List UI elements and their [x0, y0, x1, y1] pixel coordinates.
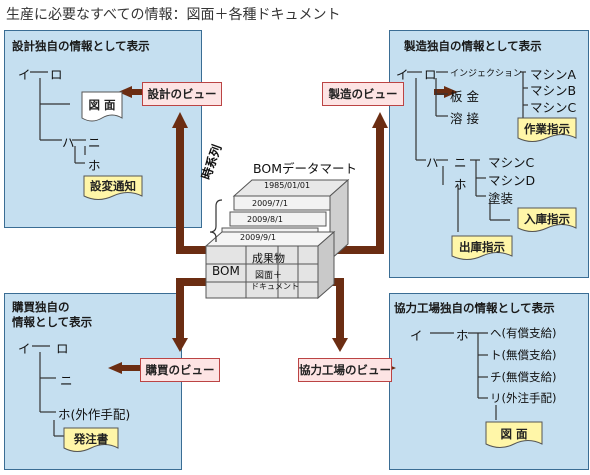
mfg-store-label: 入庫指示: [524, 212, 570, 226]
flow-arrows: [176, 125, 384, 340]
mfg-node-i: イ: [396, 67, 409, 82]
date-2009-9: 2009/9/1: [240, 233, 276, 242]
mfg-work-doc: [517, 117, 577, 142]
mfg-machine-d: マシンD: [488, 173, 536, 188]
mfg-sub-injection: インジェクション: [450, 69, 523, 79]
arrow-head-mfg: [372, 112, 388, 128]
mfg-work-label: 作業指示: [524, 122, 570, 136]
page-title: 生産に必要なすべての情報：図面＋各種ドキュメント: [6, 7, 341, 23]
partner-item-he: ヘ(有償支給): [490, 326, 557, 340]
purchase-tree-lines: [32, 345, 64, 437]
mfg-machine-b: マシンB: [530, 83, 577, 98]
mfg-view-button[interactable]: 製造のビュー: [322, 82, 404, 106]
partner-drawing-doc: [485, 421, 543, 448]
design-drawing-doc: [81, 91, 123, 122]
partner-drawing-label: 図 面: [500, 427, 528, 441]
purchase-node-ho: ホ(外作手配): [58, 407, 131, 422]
design-node-ni: ニ: [88, 135, 101, 150]
date-1985: 1985/01/01: [264, 181, 311, 190]
bom-label: BOM: [212, 264, 240, 278]
design-change-doc: [83, 175, 143, 200]
timeseries-brace: [209, 199, 223, 242]
purchase-order-doc: [63, 427, 119, 452]
design-node-i: イ: [18, 67, 31, 82]
design-panel-title: 設計独自の情報として表示: [12, 39, 150, 53]
mfg-issue-label: 出庫指示: [459, 240, 505, 254]
design-node-ro: ロ: [50, 67, 63, 82]
purchase-node-ro: ロ: [56, 341, 69, 356]
partner-view-button[interactable]: 協力工場のビュー: [298, 358, 392, 382]
docs-label-1: 図面＋: [255, 271, 283, 281]
mfg-issue-doc: [451, 235, 513, 260]
partner-node-i: イ: [410, 328, 423, 343]
mfg-node-ro: ロ: [424, 67, 437, 82]
purchase-view-button[interactable]: 購買のビュー: [140, 358, 220, 382]
partner-panel-title: 協力工場独自の情報として表示: [394, 301, 555, 315]
mfg-painting: 塗装: [488, 191, 514, 206]
design-view-button[interactable]: 設計のビュー: [142, 82, 222, 106]
mfg-machine-c: マシンC: [530, 100, 577, 115]
arrow-to-mfg-view: [330, 125, 384, 254]
mfg-machine-c2: マシンC: [488, 155, 535, 170]
mfg-sub-welding: 溶 接: [450, 111, 479, 126]
purchase-node-i: イ: [18, 341, 31, 356]
arrow-head-purchase-tree: [108, 362, 122, 374]
data-mart-cube: [204, 178, 350, 300]
design-drawing-label: 図 面: [88, 98, 116, 112]
mfg-machine-a: マシンA: [530, 67, 577, 82]
partner-item-to: ト(無償支給): [490, 348, 557, 362]
mfg-sub-sheetmetal: 板 金: [450, 89, 479, 104]
partner-item-chi: チ(無償支給): [490, 370, 557, 384]
docs-label-2: ドキュメント: [251, 282, 299, 291]
data-mart-title: BOMデータマート: [253, 161, 357, 176]
design-tree-lines: [30, 71, 86, 164]
document-shapes: [63, 91, 577, 452]
mfg-tree-lines: [407, 71, 528, 232]
purchase-order-label: 発注書: [73, 432, 109, 446]
arrow-head-design: [172, 112, 188, 128]
mfg-node-ho: ホ: [454, 177, 467, 192]
arrow-head-partner: [332, 338, 348, 352]
arrow-head-mfg-tree: [444, 86, 458, 98]
product-label: 成果物: [252, 252, 285, 265]
design-node-ho: ホ: [88, 158, 101, 173]
purchase-node-ni: ニ: [60, 373, 73, 388]
partner-tree-lines: [430, 332, 497, 420]
purchase-panel-title-1: 購買独自の: [12, 300, 70, 314]
purchase-panel-title-2: 情報として表示: [12, 315, 93, 329]
date-2009-7: 2009/7/1: [252, 199, 288, 208]
date-2009-8: 2009/8/1: [247, 215, 283, 224]
mfg-panel-title: 製造独自の情報として表示: [404, 39, 542, 53]
mfg-node-ha: ハ: [426, 155, 439, 170]
arrow-to-purchase-view: [176, 278, 210, 340]
mfg-store-doc: [517, 207, 577, 232]
design-node-ha: ハ: [62, 135, 75, 150]
arrow-head-design-tree: [118, 86, 132, 98]
mfg-node-ni: ニ: [454, 155, 467, 170]
partner-item-ri: リ(外注手配): [490, 391, 557, 405]
arrow-heads: [108, 86, 458, 374]
design-change-label: 設変通知: [90, 179, 136, 193]
partner-node-ho: ホ: [456, 328, 469, 343]
arrow-head-purchase: [172, 338, 188, 352]
